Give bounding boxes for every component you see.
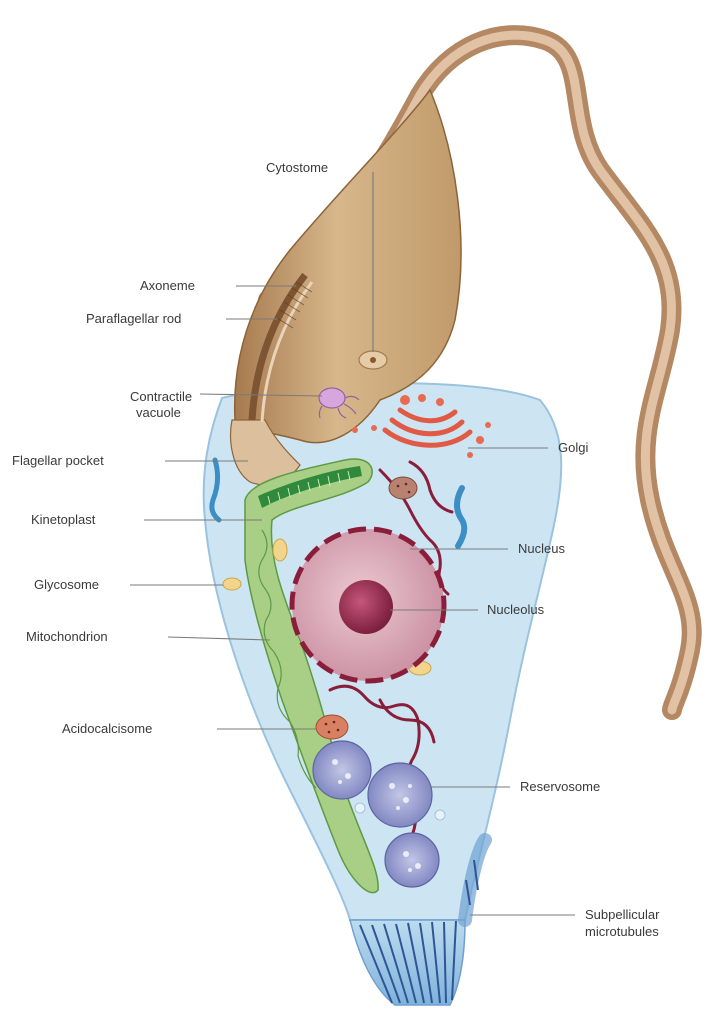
label-contractile-vacuole-line2: vacuole [136,405,181,420]
label-paraflagellar-rod: Paraflagellar rod [86,311,181,326]
label-flagellar-pocket: Flagellar pocket [12,453,104,468]
glycosome [223,578,241,590]
label-cytostome: Cytostome [266,160,328,175]
label-subpellicular-line1: Subpellicular [585,907,660,922]
label-subpellicular-line2: microtubules [585,924,659,939]
label-mitochondrion: Mitochondrion [26,629,108,644]
label-golgi: Golgi [558,440,588,455]
label-nucleus: Nucleus [518,541,565,556]
label-reservosome: Reservosome [520,779,600,794]
label-acidocalcisome: Acidocalcisome [62,721,152,736]
label-kinetoplast: Kinetoplast [31,512,96,527]
label-glycosome: Glycosome [34,577,99,592]
label-nucleolus: Nucleolus [487,602,545,617]
label-axoneme: Axoneme [140,278,195,293]
label-contractile-vacuole-line1: Contractile [130,389,192,404]
nucleolus [339,580,393,634]
posterior-tip [350,920,465,1005]
